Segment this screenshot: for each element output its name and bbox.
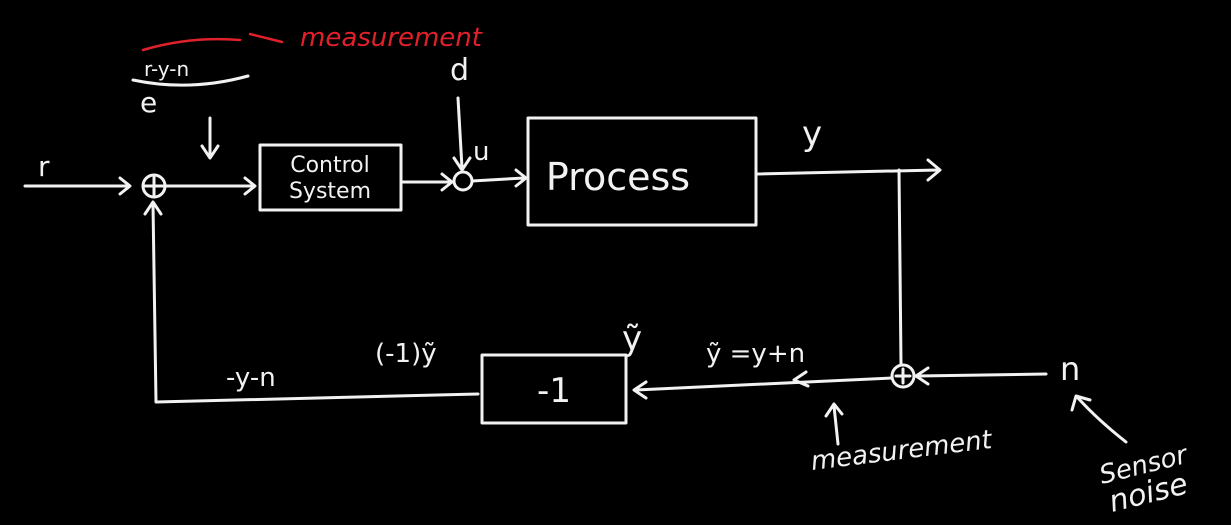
- output-arrow: [754, 158, 942, 182]
- red-overline-left: [141, 37, 242, 52]
- output-y-label: y: [802, 114, 822, 154]
- measurement-to-gain-arrow: [632, 376, 894, 400]
- error-expression-label: r-y-n: [144, 57, 189, 81]
- negated-y-tilde-label: (-1)ỹ: [375, 339, 437, 369]
- reference-r-label: r: [38, 150, 50, 183]
- disturbance-d-label: d: [450, 53, 469, 88]
- y-tilde-label: ỹ: [622, 319, 642, 359]
- measurement-annotation-red: measurement: [300, 23, 483, 53]
- sensor-noise-pointer-arrow: [1070, 394, 1128, 444]
- disturbance-arrow: [452, 96, 472, 172]
- control-system-label-line2: System: [289, 179, 371, 204]
- process-label: Process: [546, 155, 690, 199]
- noise-n-label: n: [1060, 350, 1080, 388]
- output-tap-line: [897, 168, 903, 366]
- summing-junction: [141, 173, 167, 199]
- error-pointer-arrow: [200, 116, 220, 160]
- error-e-label: e: [140, 86, 157, 119]
- feedback-gain-label: -1: [537, 371, 571, 411]
- error-to-controller-arrow: [163, 176, 257, 196]
- error-underbrace: [131, 74, 250, 87]
- noise-arrow: [914, 366, 1048, 386]
- control-input-u-label: u: [473, 137, 489, 167]
- feedback-return-arrow: [143, 200, 480, 404]
- noise-summing-junction: [890, 363, 916, 389]
- control-system-label-line1: Control: [290, 153, 370, 178]
- negative-y-n-label: -y-n: [226, 363, 276, 393]
- controller-to-disturbance-arrow: [399, 172, 454, 192]
- control-system-block: [258, 143, 403, 212]
- y-tilde-equation-label: ỹ =y+n: [706, 339, 805, 369]
- feedback-gain-block: [480, 353, 628, 425]
- reference-input-arrow: [23, 176, 132, 196]
- process-block: [526, 116, 758, 227]
- red-overline-right: [248, 32, 284, 44]
- measurement-mid-arrowhead: [792, 370, 810, 388]
- u-to-process-arrow: [470, 168, 528, 188]
- measurement-pointer-arrow: [824, 402, 844, 446]
